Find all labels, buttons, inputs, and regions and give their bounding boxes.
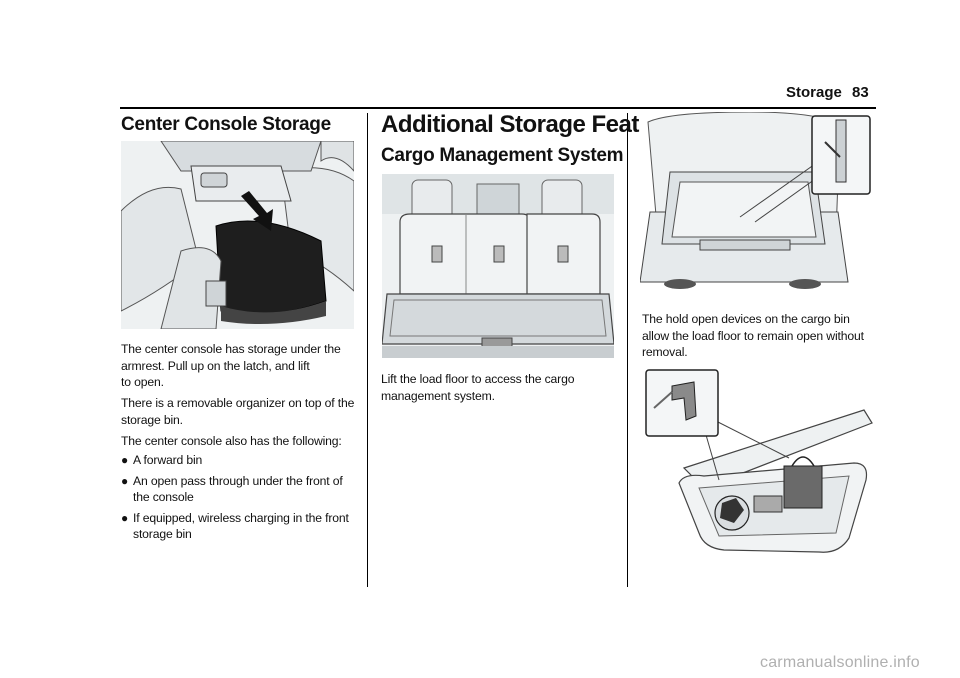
rear-cargo-drawing <box>640 112 871 289</box>
rear-cargo-open-illustration <box>640 112 873 300</box>
console-paragraph-2: There is a removable organizer on top of… <box>121 396 355 427</box>
center-console-heading: Center Console Storage <box>121 114 331 135</box>
page-number: 83 <box>852 84 869 101</box>
additional-storage-heading: Additional Storage Features <box>381 111 688 138</box>
list-item: ● An open pass through under the front o… <box>121 473 343 505</box>
list-item: ● A forward bin <box>121 453 203 467</box>
column-divider-1 <box>367 113 368 587</box>
hold-open-paragraph: The hold open devices on the cargo bin a… <box>642 312 864 359</box>
cargo-area-drawing <box>382 174 614 358</box>
cargo-paragraph: Lift the load floor to access the cargo … <box>381 372 575 403</box>
bullet-icon: ● <box>121 510 129 525</box>
watermark: carmanualsonline.info <box>760 654 920 671</box>
running-header-section: Storage <box>786 84 842 101</box>
header-rule <box>120 107 876 109</box>
cargo-management-subheading: Cargo Management System <box>381 145 624 166</box>
bullet-icon: ● <box>121 473 129 488</box>
list-item: ● If equipped, wireless charging in the … <box>121 510 349 542</box>
center-console-drawing <box>121 141 354 329</box>
bullet-icon: ● <box>121 453 129 467</box>
cargo-bin-illustration <box>644 368 874 554</box>
cargo-bin-drawing <box>645 369 873 553</box>
console-paragraph-1: The center console has storage under the… <box>121 342 341 389</box>
console-features-list: ● A forward bin ● An open pass through u… <box>121 452 361 547</box>
console-paragraph-3: The center console also has the followin… <box>121 434 342 448</box>
cargo-area-illustration <box>382 174 614 358</box>
center-console-illustration <box>121 141 354 329</box>
column-divider-2 <box>627 113 628 587</box>
